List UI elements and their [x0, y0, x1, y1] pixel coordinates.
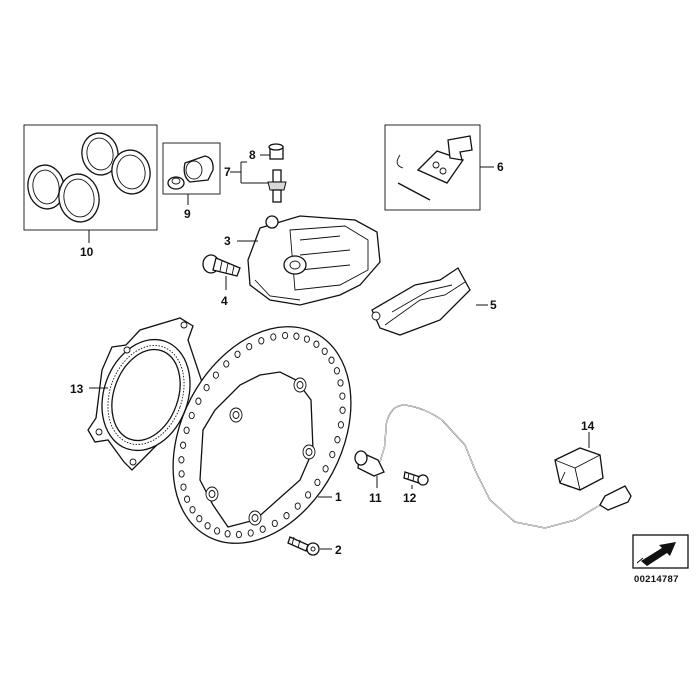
disc-vent-hole [183, 426, 190, 434]
disc-vent-hole [195, 397, 202, 405]
disc-vent-hole [322, 465, 329, 473]
disc-vent-hole [339, 392, 346, 400]
bleed-cap-set [162, 142, 221, 205]
disc-vent-hole [224, 530, 231, 538]
disc-vent-hole [223, 360, 230, 368]
callout-3: 3 [224, 234, 231, 248]
disc-vent-hole [247, 529, 254, 537]
disc-vent-hole [189, 506, 196, 514]
disc-vent-hole [283, 512, 290, 520]
callout-8: 8 [249, 148, 256, 162]
disc-bolt-hole-inner [251, 514, 259, 522]
brake-pad-set [371, 267, 488, 336]
seal-ring-kit [23, 124, 158, 243]
cable-holder-clip [554, 432, 604, 491]
disc-vent-hole [180, 483, 187, 491]
disc-vent-hole [204, 522, 211, 530]
disc-vent-hole [214, 527, 221, 535]
disc-vent-hole [271, 519, 278, 528]
disc-vent-hole [333, 367, 340, 375]
callout-1: 1 [335, 490, 342, 504]
disc-vent-hole [339, 406, 346, 414]
disc-vent-hole [270, 333, 277, 341]
callout-labels: 1 2 3 4 5 6 7 8 9 10 11 12 13 14 [70, 148, 595, 557]
disc-vent-hole [282, 331, 289, 340]
callout-9: 9 [184, 207, 191, 221]
callout-5: 5 [490, 298, 497, 312]
callout-2: 2 [335, 543, 342, 557]
callout-10: 10 [80, 245, 94, 259]
disc-vent-hole [184, 495, 191, 503]
callout-11: 11 [369, 491, 382, 505]
disc-vent-hole [294, 502, 301, 510]
sensor-screw [403, 471, 429, 489]
disc-bolt-hole-inner [232, 411, 240, 419]
disc-vent-hole [180, 441, 187, 449]
disc-bolt-hole [229, 407, 243, 423]
disc-bolt-hole [293, 377, 307, 393]
disc-vent-hole [337, 421, 344, 429]
brake-caliper [237, 215, 381, 306]
callout-13: 13 [70, 382, 84, 396]
disc-bolt-hole-inner [208, 490, 216, 498]
disc-vent-hole [321, 347, 328, 355]
arrow-icon [632, 534, 689, 569]
disc-vent-hole [293, 332, 300, 340]
disc-vent-hole [234, 350, 241, 358]
disc-vent-hole [203, 383, 210, 392]
disc-bolt-hole-inner [305, 448, 313, 456]
disc-bolt-hole [205, 486, 219, 502]
callout-12: 12 [403, 491, 417, 505]
disc-vent-hole [178, 470, 185, 478]
disc-vent-hole [303, 335, 310, 343]
disc-bolt-hole-inner [296, 381, 304, 389]
disc-vent-hole [178, 456, 185, 464]
disc-vent-hole [337, 379, 344, 387]
abs-speed-sensor [354, 404, 632, 529]
disc-vent-hole [305, 491, 312, 499]
disc-bolt [287, 536, 332, 556]
caliper-bolt [202, 254, 241, 290]
callout-6: 6 [497, 160, 504, 174]
drawing-number: 00214787 [634, 574, 679, 585]
disc-vent-hole [313, 340, 320, 348]
disc-vent-hole [258, 337, 265, 345]
disc-vent-hole [259, 525, 266, 533]
callout-14: 14 [581, 419, 595, 433]
disc-bolt-hole [302, 444, 316, 460]
abs-sensor-ring [87, 317, 204, 471]
disc-vent-hole [329, 450, 336, 459]
pad-retaining-kit [384, 124, 494, 211]
disc-bolt-hole [248, 510, 262, 526]
disc-vent-hole [196, 515, 203, 523]
disc-vent-hole [212, 371, 219, 379]
callout-7: 7 [224, 165, 231, 179]
disc-vent-hole [235, 530, 242, 539]
disc-vent-hole [314, 478, 321, 487]
callout-4: 4 [221, 294, 228, 308]
bleed-screw [230, 143, 287, 203]
disc-vent-hole [328, 356, 335, 364]
disc-vent-hole [334, 436, 341, 444]
brake-disc [172, 326, 352, 544]
disc-vent-hole [188, 411, 195, 420]
disc-vent-hole [246, 342, 253, 351]
